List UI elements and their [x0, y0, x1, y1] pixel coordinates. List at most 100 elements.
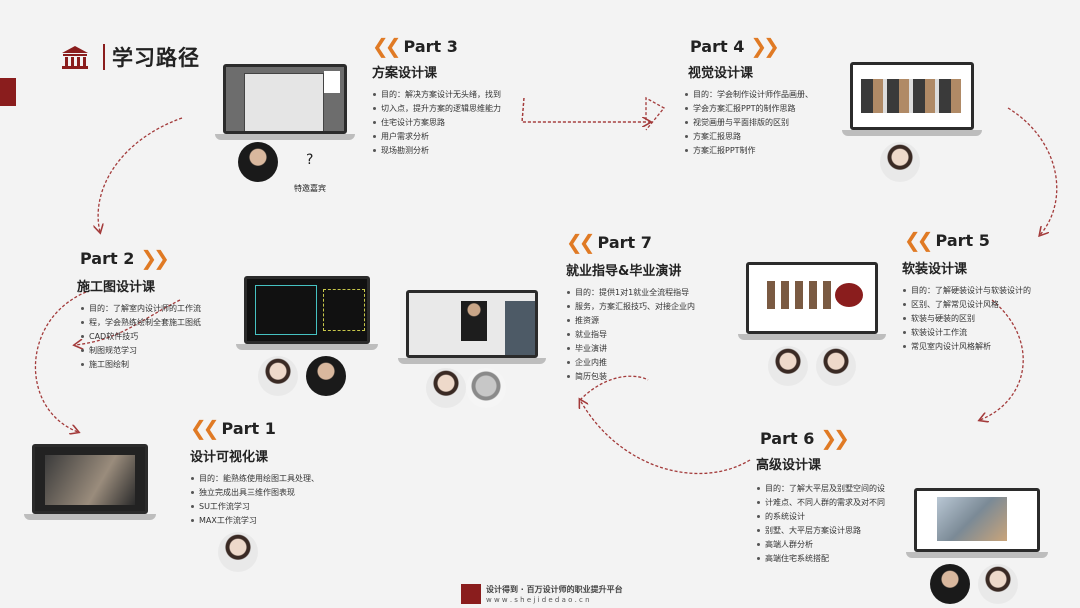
list-item: 现场勘测分析	[372, 144, 501, 158]
list-item: 企业内推	[566, 356, 695, 370]
list-item: 视觉画册与平面排版的区别	[684, 116, 813, 130]
list-item: 常见室内设计风格解析	[902, 340, 1031, 354]
course-title: 施工图设计课	[77, 280, 156, 295]
guest-label: 特邀嘉宾	[294, 184, 326, 193]
chevron-left-icon: ❮❮	[372, 34, 401, 58]
list-item: 学会方案汇报PPT的制作思路	[684, 102, 813, 116]
course-items: 目的：了解硬装设计与软装设计的 区别、了解常见设计风格 软装与硬装的区别 软装设…	[902, 284, 1031, 354]
avatar	[306, 356, 346, 396]
course-items: 目的：能熟练使用绘图工具处理、 独立完成出具三维作图表现 SU工作流学习 MAX…	[190, 472, 319, 528]
list-item: 方案汇报PPT制作	[684, 144, 813, 158]
avatar	[816, 346, 856, 386]
laptop-softdesign	[738, 262, 886, 340]
laptop-interview	[398, 290, 546, 364]
laptop-gallery	[842, 62, 982, 136]
list-item: 高端人群分析	[756, 538, 885, 552]
chevron-right-icon: ❯❯	[140, 246, 169, 270]
footer-slogan: 设计得到 · 百万设计师的职业提升平台	[486, 585, 623, 594]
avatar	[880, 142, 920, 182]
title-divider	[103, 44, 105, 70]
course-title: 方案设计课	[372, 66, 438, 81]
list-item: CAD软件技巧	[80, 330, 201, 344]
list-item: 别墅、大平层方案设计思路	[756, 524, 885, 538]
list-item: 高端住宅系统搭配	[756, 552, 885, 566]
list-item: 目的：学会制作设计师作品画册、	[684, 88, 813, 102]
laptop-villa	[906, 488, 1048, 558]
list-item: 住宅设计方案思路	[372, 116, 501, 130]
list-item: 目的：提供1对1就业全流程指导	[566, 286, 695, 300]
laptop-cad	[236, 276, 378, 350]
list-item: 目的：了解大平层及别墅空间的设	[756, 482, 885, 496]
list-item: 目的：了解室内设计师的工作流	[80, 302, 201, 316]
avatar	[218, 532, 258, 572]
list-item: 用户需求分析	[372, 130, 501, 144]
course-items: 目的：了解室内设计师的工作流 程，学会熟练绘制全套施工图纸 CAD软件技巧 制图…	[80, 302, 201, 372]
chevron-left-icon: ❮❮	[566, 230, 595, 254]
chevron-right-icon: ❯❯	[750, 34, 779, 58]
laptop-render	[24, 444, 156, 520]
list-item: MAX工作流学习	[190, 514, 319, 528]
page-title: 学习路径	[112, 46, 200, 70]
list-item: 服务，方案汇报技巧、对接企业内	[566, 300, 695, 314]
part-label: Part 7	[597, 232, 652, 252]
course-title: 设计可视化课	[190, 450, 269, 465]
list-item: 软装与硬装的区别	[902, 312, 1031, 326]
chevron-left-icon: ❮❮	[904, 228, 933, 252]
footer-url: w w w . s h e j i d e d a o . c n	[486, 596, 590, 604]
part-7-heading: ❮❮ Part 7	[566, 230, 652, 254]
avatar	[768, 346, 808, 386]
footer-logo-icon	[461, 584, 481, 604]
avatar	[978, 564, 1018, 604]
part-3-heading: ❮❮ Part 3	[372, 34, 458, 58]
avatar	[930, 564, 970, 604]
part-label: Part 5	[935, 230, 990, 250]
part-label: Part 6	[760, 428, 815, 448]
course-items: 目的：解决方案设计无头绪，找到 切入点，提升方案的逻辑思维能力 住宅设计方案思路…	[372, 88, 501, 158]
list-item: 独立完成出具三维作图表现	[190, 486, 319, 500]
list-item: 施工图绘制	[80, 358, 201, 372]
list-item: 软装设计工作流	[902, 326, 1031, 340]
part-label: Part 3	[403, 36, 458, 56]
list-item: 目的：了解硬装设计与软装设计的	[902, 284, 1031, 298]
list-item: 就业指导	[566, 328, 695, 342]
list-item: SU工作流学习	[190, 500, 319, 514]
guest-mark: ?	[306, 152, 314, 168]
course-title: 软装设计课	[902, 262, 968, 277]
chevron-left-icon: ❮❮	[190, 416, 219, 440]
avatar	[426, 368, 466, 408]
part-label: Part 1	[221, 418, 276, 438]
course-title: 视觉设计课	[688, 66, 754, 81]
avatar	[258, 356, 298, 396]
avatar	[466, 368, 506, 408]
list-item: 推资源	[566, 314, 695, 328]
list-item: 方案汇报思路	[684, 130, 813, 144]
building-logo-icon	[60, 44, 90, 70]
laptop-floorplan	[215, 64, 355, 140]
part-4-heading: Part 4 ❯❯	[690, 34, 780, 58]
list-item: 简历包装	[566, 370, 695, 384]
part-label: Part 2	[80, 248, 135, 268]
part-label: Part 4	[690, 36, 745, 56]
list-item: 毕业演讲	[566, 342, 695, 356]
list-item: 程，学会熟练绘制全套施工图纸	[80, 316, 201, 330]
part-1-heading: ❮❮ Part 1	[190, 416, 276, 440]
course-title: 就业指导&毕业演讲	[566, 264, 682, 279]
part-5-heading: ❮❮ Part 5	[904, 228, 990, 252]
course-items: 目的：提供1对1就业全流程指导 服务，方案汇报技巧、对接企业内 推资源 就业指导…	[566, 286, 695, 384]
course-items: 目的：了解大平层及别墅空间的设 计难点、不同人群的需求及对不同 的系统设计 别墅…	[756, 482, 885, 566]
list-item: 目的：能熟练使用绘图工具处理、	[190, 472, 319, 486]
avatar	[238, 142, 278, 182]
part-2-heading: Part 2 ❯❯	[80, 246, 170, 270]
part-6-heading: Part 6 ❯❯	[760, 426, 850, 450]
list-item: 区别、了解常见设计风格	[902, 298, 1031, 312]
list-item: 目的：解决方案设计无头绪，找到	[372, 88, 501, 102]
list-item: 制图规范学习	[80, 344, 201, 358]
list-item: 的系统设计	[756, 510, 885, 524]
list-item: 切入点，提升方案的逻辑思维能力	[372, 102, 501, 116]
side-accent-bar	[0, 78, 16, 106]
list-item: 计难点、不同人群的需求及对不同	[756, 496, 885, 510]
course-title: 高级设计课	[756, 458, 822, 473]
chevron-right-icon: ❯❯	[820, 426, 849, 450]
course-items: 目的：学会制作设计师作品画册、 学会方案汇报PPT的制作思路 视觉画册与平面排版…	[684, 88, 813, 158]
